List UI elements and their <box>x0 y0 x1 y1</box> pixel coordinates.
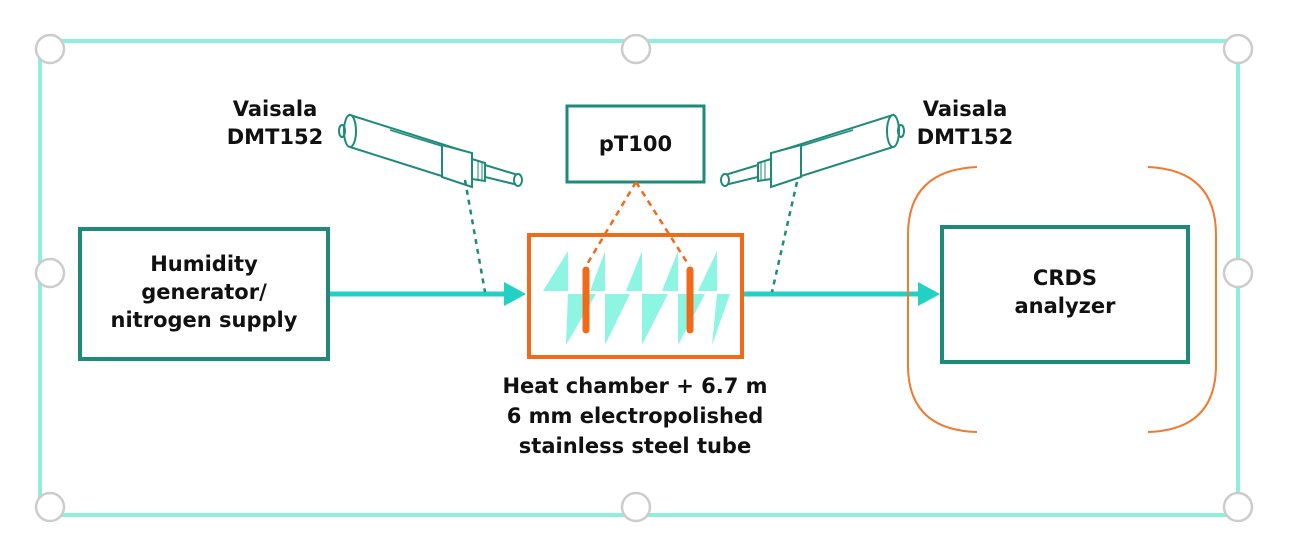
crds-analyzer-box <box>940 225 1190 364</box>
label-line: Vaisala <box>922 97 1008 121</box>
sensor-right-connection <box>770 181 799 293</box>
resize-handle-top-left[interactable] <box>34 33 66 65</box>
resize-handle-top[interactable] <box>620 33 652 65</box>
arrowhead-1-icon <box>504 282 526 306</box>
label-line: DMT152 <box>226 125 324 149</box>
heat-chamber-label: Heat chamber + 6.7 m 6 mm electropolishe… <box>470 371 800 461</box>
heating-coil-icon <box>543 251 730 345</box>
enclosure-bracket-right <box>1147 166 1217 433</box>
pt100-label: pT100 <box>598 132 673 156</box>
label-line: nitrogen supply <box>110 308 298 332</box>
label-line: Heat chamber + 6.7 m <box>502 374 768 398</box>
resize-handle-bottom-left[interactable] <box>34 491 66 523</box>
enclosure-bracket-left <box>907 166 978 433</box>
humidity-generator-label: Humidity generator/ nitrogen supply <box>80 250 328 334</box>
heat-chamber-box <box>527 233 744 359</box>
pt100-connection <box>584 181 690 267</box>
sensor-left-label: Vaisala DMT152 <box>215 95 335 151</box>
arrowhead-2-icon <box>918 282 940 306</box>
resize-handle-top-right[interactable] <box>1222 33 1254 65</box>
crds-label: CRDS analyzer <box>942 264 1188 320</box>
humidity-sensor-left-icon <box>338 114 523 188</box>
sensor-right-label: Vaisala DMT152 <box>905 95 1025 151</box>
resize-handle-bottom-right[interactable] <box>1222 491 1254 523</box>
label-line: Vaisala <box>232 97 318 121</box>
humidity-generator-box <box>78 227 330 361</box>
humidity-sensor-right-icon <box>720 114 905 188</box>
label-line: CRDS <box>1032 266 1098 290</box>
resize-handle-left[interactable] <box>34 257 66 289</box>
label-line: analyzer <box>1014 294 1116 318</box>
label-line: DMT152 <box>916 125 1014 149</box>
resize-handle-bottom[interactable] <box>620 491 652 523</box>
sensor-left-connection <box>463 179 487 293</box>
label-line: stainless steel tube <box>518 434 752 458</box>
label-line: generator/ <box>141 280 267 304</box>
label-line: 6 mm electropolished <box>506 404 764 428</box>
label-line: Humidity <box>150 252 258 276</box>
resize-handle-right[interactable] <box>1222 257 1254 289</box>
